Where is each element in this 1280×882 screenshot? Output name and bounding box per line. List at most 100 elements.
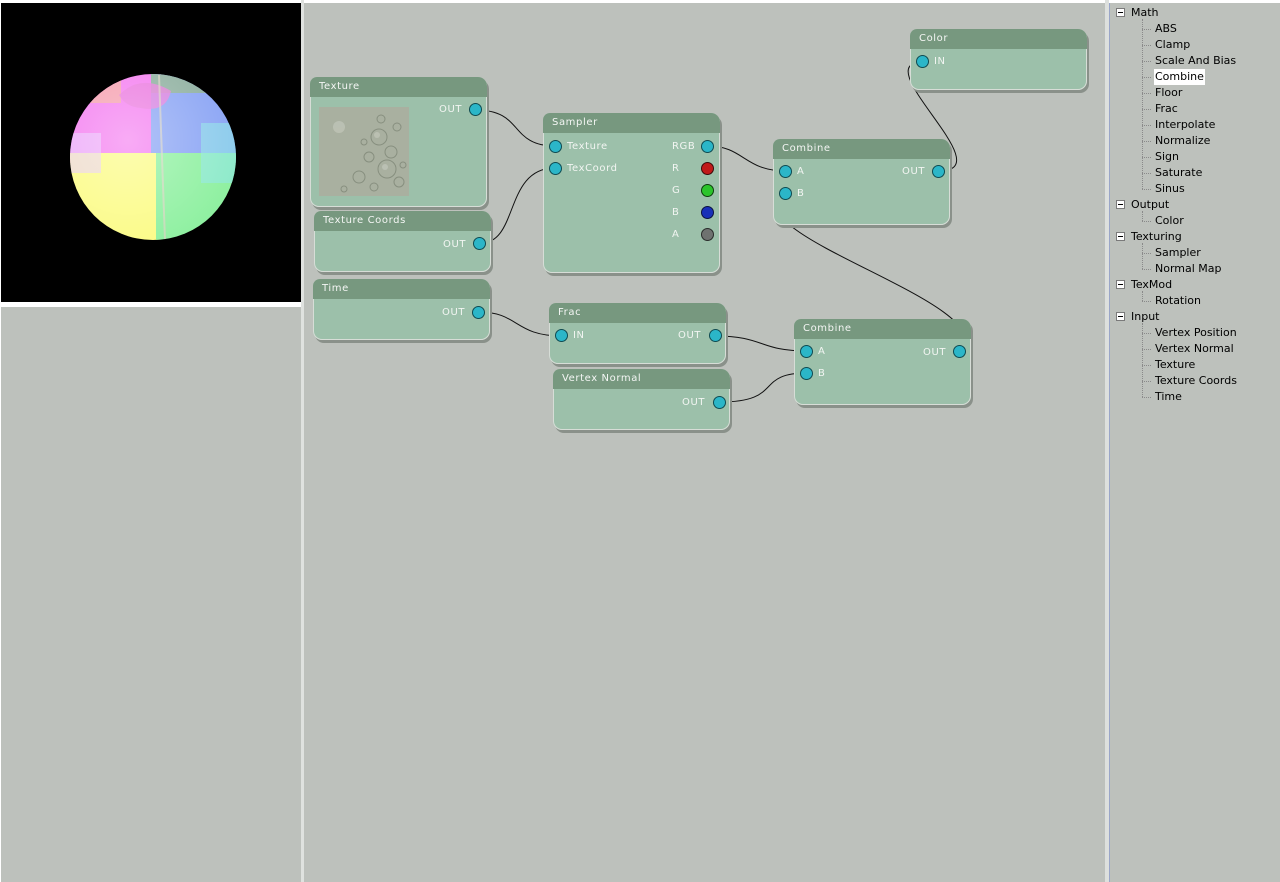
color-in-port[interactable] — [916, 55, 929, 68]
wire-frac-to-combine2 — [715, 335, 808, 352]
frac-in-port[interactable] — [555, 329, 568, 342]
vertex-normal-out-port[interactable] — [713, 396, 726, 409]
node-sampler-title: Sampler — [543, 113, 720, 133]
sampler-r-out-label: R — [672, 163, 680, 174]
time-out-label: OUT — [442, 307, 466, 318]
tree-item-sinus[interactable]: Sinus — [1155, 182, 1185, 195]
tree-item-saturate[interactable]: Saturate — [1155, 166, 1203, 179]
sampler-r-out-port[interactable] — [701, 162, 714, 175]
tree-connector — [1142, 93, 1151, 94]
wire-vertexnormal-to-combine2 — [719, 372, 808, 403]
tree-connector — [1142, 45, 1151, 46]
tree-connector — [1142, 381, 1151, 382]
tree-item-interpolate[interactable]: Interpolate — [1155, 118, 1216, 131]
tree-item-floor[interactable]: Floor — [1155, 86, 1183, 99]
tree-item-sign[interactable]: Sign — [1155, 150, 1179, 163]
tree-connector — [1142, 243, 1143, 269]
texture-out-port[interactable] — [469, 103, 482, 116]
tree-category-math[interactable]: Math — [1116, 5, 1159, 21]
sampler-texcoord-in-label: TexCoord — [567, 163, 618, 174]
tree-connector — [1142, 397, 1151, 398]
tree-category-label: TexMod — [1131, 278, 1173, 291]
node-texture-coords-title: Texture Coords — [314, 211, 491, 231]
tree-connector — [1142, 301, 1151, 302]
combine-2-out-port[interactable] — [953, 345, 966, 358]
node-combine-2[interactable]: Combine A B OUT — [794, 319, 971, 405]
node-vertex-normal[interactable]: Vertex Normal OUT — [553, 369, 730, 430]
tree-item-combine[interactable]: Combine — [1154, 69, 1205, 85]
sampler-a-out-port[interactable] — [701, 228, 714, 241]
left-lower-panel — [1, 307, 301, 882]
sampler-rgb-out-port[interactable] — [701, 140, 714, 153]
frac-out-port[interactable] — [709, 329, 722, 342]
node-time[interactable]: Time OUT — [313, 279, 490, 340]
combine-2-a-in-port[interactable] — [800, 345, 813, 358]
node-frac-title: Frac — [549, 303, 726, 323]
tree-category-texmod[interactable]: TexMod — [1116, 277, 1172, 293]
sampler-g-out-port[interactable] — [701, 184, 714, 197]
tree-connector — [1142, 253, 1151, 254]
texture-coords-out-label: OUT — [443, 239, 467, 250]
tree-item-scale-and-bias[interactable]: Scale And Bias — [1155, 54, 1237, 67]
node-sampler[interactable]: Sampler Texture TexCoord RGB R G B A — [543, 113, 720, 273]
tree-connector — [1142, 61, 1151, 62]
node-graph-canvas[interactable]: Texture OUT Texture Coords OUT Time OUT … — [304, 3, 1105, 882]
node-texture-coords[interactable]: Texture Coords OUT — [314, 211, 491, 272]
tree-item-frac[interactable]: Frac — [1155, 102, 1178, 115]
tree-connector — [1142, 109, 1151, 110]
combine-2-b-in-port[interactable] — [800, 367, 813, 380]
time-out-port[interactable] — [472, 306, 485, 319]
wire-texcoords-to-sampler — [480, 167, 556, 244]
tree-item-texture[interactable]: Texture — [1155, 358, 1196, 371]
texture-coords-out-port[interactable] — [473, 237, 486, 250]
left-splitter[interactable] — [301, 0, 304, 882]
node-vertex-normal-title: Vertex Normal — [553, 369, 730, 389]
collapse-toggle-icon[interactable] — [1116, 199, 1125, 209]
tree-item-normal-map[interactable]: Normal Map — [1155, 262, 1222, 275]
tree-item-clamp[interactable]: Clamp — [1155, 38, 1191, 51]
combine-1-b-in-port[interactable] — [779, 187, 792, 200]
tree-item-vertex-normal[interactable]: Vertex Normal — [1155, 342, 1234, 355]
tree-category-label: Output — [1131, 198, 1170, 211]
tree-item-color[interactable]: Color — [1155, 214, 1184, 227]
node-color[interactable]: Color IN — [910, 29, 1087, 90]
tree-connector — [1142, 323, 1143, 397]
tree-item-vertex-position[interactable]: Vertex Position — [1155, 326, 1237, 339]
frac-in-label: IN — [573, 330, 585, 341]
node-texture[interactable]: Texture OUT — [310, 77, 487, 207]
node-frac[interactable]: Frac IN OUT — [549, 303, 726, 364]
collapse-toggle-icon[interactable] — [1116, 7, 1125, 17]
right-splitter[interactable] — [1105, 0, 1109, 882]
frac-out-label: OUT — [678, 330, 702, 341]
tree-item-sampler[interactable]: Sampler — [1155, 246, 1201, 259]
tree-category-label: Input — [1131, 310, 1160, 323]
combine-1-a-in-port[interactable] — [779, 165, 792, 178]
texture-out-label: OUT — [439, 104, 463, 115]
tree-item-rotation[interactable]: Rotation — [1155, 294, 1202, 307]
tree-item-normalize[interactable]: Normalize — [1155, 134, 1211, 147]
tree-item-time[interactable]: Time — [1155, 390, 1182, 403]
sampler-b-out-label: B — [672, 207, 680, 218]
combine-2-a-in-label: A — [818, 346, 826, 357]
tree-connector — [1142, 125, 1151, 126]
tree-connector — [1142, 349, 1151, 350]
collapse-toggle-icon[interactable] — [1116, 279, 1125, 289]
tree-category-input[interactable]: Input — [1116, 309, 1159, 325]
combine-1-a-in-label: A — [797, 166, 805, 177]
tree-item-abs[interactable]: ABS — [1155, 22, 1177, 35]
sampler-a-out-label: A — [672, 229, 680, 240]
node-combine-1-title: Combine — [773, 139, 950, 159]
collapse-toggle-icon[interactable] — [1116, 231, 1125, 241]
render-preview[interactable] — [1, 3, 301, 302]
sampler-b-out-port[interactable] — [701, 206, 714, 219]
node-combine-1[interactable]: Combine A B OUT — [773, 139, 950, 225]
combine-1-out-port[interactable] — [932, 165, 945, 178]
tree-category-output[interactable]: Output — [1116, 197, 1169, 213]
sampler-texture-in-port[interactable] — [549, 140, 562, 153]
tree-category-texturing[interactable]: Texturing — [1116, 229, 1182, 245]
texture-thumbnail — [319, 107, 409, 196]
collapse-toggle-icon[interactable] — [1116, 311, 1125, 321]
sampler-texcoord-in-port[interactable] — [549, 162, 562, 175]
tree-item-texture-coords[interactable]: Texture Coords — [1155, 374, 1237, 387]
